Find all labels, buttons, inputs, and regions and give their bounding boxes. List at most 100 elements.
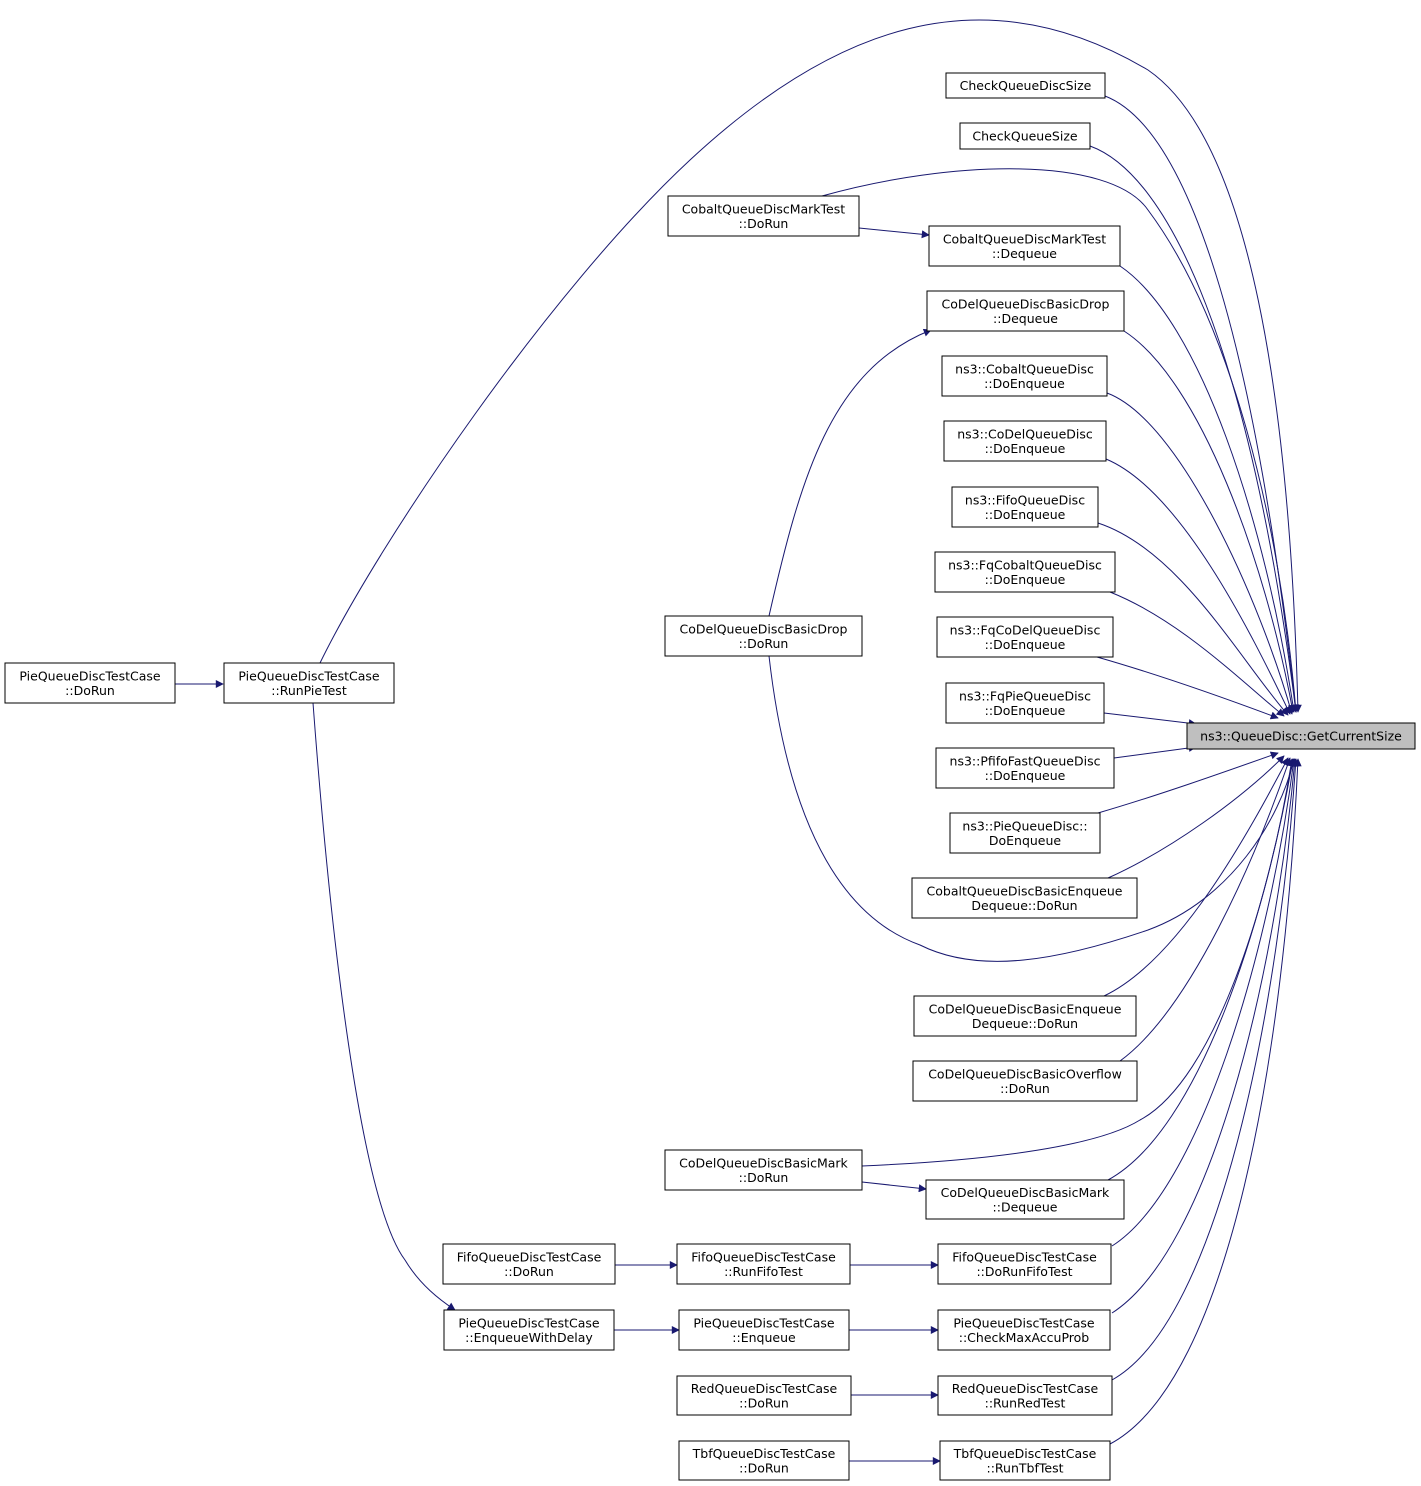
edge-line — [858, 227, 930, 239]
edge-line — [1119, 757, 1292, 1062]
edge-line — [1109, 591, 1285, 717]
node-pie-case-runpietest[interactable]: PieQueueDiscTestCase::RunPieTest — [223, 662, 395, 704]
node-check-queue-size[interactable]: CheckQueueSize — [959, 122, 1091, 150]
node-box — [951, 486, 1099, 528]
edge-codel_enqdeq_dorun-to-root — [1103, 757, 1289, 997]
edge-tbf_case_runtbftest-to-root — [1109, 758, 1302, 1445]
node-label: FifoQueueDiscTestCase — [691, 1249, 836, 1264]
node-label: CoDelQueueDiscBasicMark — [679, 1155, 848, 1170]
edge-codel_doenqueue-to-root — [1105, 458, 1291, 715]
edge-cobalt_doenqueue-to-root — [1106, 392, 1294, 715]
node-codel-drop-dequeue[interactable]: CoDelQueueDiscBasicDrop::Dequeue — [926, 290, 1125, 332]
edge-line — [1097, 522, 1289, 716]
edge-check_queue_size-to-root — [1089, 145, 1300, 713]
edge-pie_doenqueue-to-root — [1097, 751, 1279, 814]
node-fifo-case-dorun[interactable]: FifoQueueDiscTestCase::DoRun — [442, 1243, 616, 1285]
edge-line — [1096, 656, 1279, 720]
node-codel-mark-dorun[interactable]: CoDelQueueDiscBasicMark::DoRun — [664, 1149, 863, 1191]
node-tbf-case-dorun[interactable]: TbfQueueDiscTestCase::DoRun — [678, 1440, 850, 1481]
edge-line — [1107, 755, 1285, 879]
node-fifo-case-dorunfifotest[interactable]: FifoQueueDiscTestCase::DoRunFifoTest — [937, 1243, 1112, 1285]
node-box — [667, 195, 860, 237]
node-label: CoDelQueueDiscBasicMark — [941, 1185, 1110, 1200]
node-root[interactable]: ns3::QueueDisc::GetCurrentSize — [1186, 722, 1416, 750]
node-box — [943, 420, 1107, 462]
node-label: ::DoRun — [504, 1264, 554, 1279]
edge-fifo_doenqueue-to-root — [1097, 522, 1289, 716]
edge-cobalt_enqdeq_dorun-to-root — [1107, 755, 1285, 879]
node-box — [664, 615, 863, 657]
edge-line — [1113, 743, 1197, 759]
node-cobalt-mark-dequeue[interactable]: CobaltQueueDiscMarkTest::Dequeue — [928, 225, 1121, 267]
node-fqpie-doenqueue[interactable]: ns3::FqPieQueueDisc::DoEnqueue — [945, 682, 1105, 724]
node-codel-overflow-dorun[interactable]: CoDelQueueDiscBasicOverflow::DoRun — [912, 1060, 1138, 1102]
node-label: ::DoEnqueue — [985, 441, 1066, 456]
edge-line — [1111, 758, 1298, 1247]
node-label: ::DoRun — [1000, 1081, 1050, 1096]
edge-line — [1111, 758, 1300, 1381]
node-label: PieQueueDiscTestCase — [458, 1315, 599, 1330]
edge-line — [1106, 392, 1294, 715]
edge-line — [1097, 751, 1279, 814]
edge-line — [768, 328, 932, 617]
node-label: ::DoEnqueue — [985, 507, 1066, 522]
node-box — [928, 225, 1121, 267]
node-fifo-case-runfifotest[interactable]: FifoQueueDiscTestCase::RunFifoTest — [676, 1243, 851, 1285]
node-label: ::EnqueueWithDelay — [465, 1330, 593, 1345]
node-box — [949, 812, 1101, 854]
node-pie-case-enqueue[interactable]: PieQueueDiscTestCase::Enqueue — [678, 1309, 850, 1351]
node-cobalt-enqdeq-dorun[interactable]: CobaltQueueDiscBasicEnqueueDequeue::DoRu… — [911, 877, 1138, 919]
node-fqcobalt-doenqueue[interactable]: ns3::FqCobaltQueueDisc::DoEnqueue — [934, 551, 1116, 593]
edge-line — [1111, 758, 1299, 1314]
node-cobalt-mark-dorun[interactable]: CobaltQueueDiscMarkTest::DoRun — [667, 195, 860, 237]
node-label: ::DoEnqueue — [985, 572, 1066, 587]
node-pfifo-doenqueue[interactable]: ns3::PfifoFastQueueDisc::DoEnqueue — [935, 747, 1115, 789]
node-fifo-doenqueue[interactable]: ns3::FifoQueueDisc::DoEnqueue — [951, 486, 1099, 528]
node-label: PieQueueDiscTestCase — [953, 1315, 1094, 1330]
node-box — [664, 1149, 863, 1191]
node-codel-drop-dorun[interactable]: CoDelQueueDiscBasicDrop::DoRun — [664, 615, 863, 657]
edge-line — [1109, 758, 1302, 1445]
edge-line — [312, 702, 456, 1311]
edge-codel_drop_dorun-to-root — [768, 655, 1297, 962]
node-red-case-dorun[interactable]: RedQueueDiscTestCase::DoRun — [676, 1375, 852, 1416]
node-label: TbfQueueDiscTestCase — [953, 1446, 1097, 1461]
node-pie-case-dorun[interactable]: PieQueueDiscTestCase::DoRun — [4, 662, 176, 704]
node-box — [934, 551, 1116, 593]
node-label: ::DoRun — [739, 1170, 789, 1185]
node-tbf-case-runtbftest[interactable]: TbfQueueDiscTestCase::RunTbfTest — [939, 1440, 1111, 1481]
node-label: RedQueueDiscTestCase — [691, 1381, 838, 1396]
edge-line — [1103, 757, 1289, 997]
edge-fqcodel_doenqueue-to-root — [1096, 656, 1279, 720]
node-label: ::RunTbfTest — [987, 1460, 1064, 1475]
node-label: ::CheckMaxAccuProb — [959, 1330, 1090, 1345]
node-label: ::Dequeue — [993, 1199, 1058, 1214]
node-box — [676, 1243, 851, 1285]
edge-line — [319, 19, 1302, 713]
edge-line — [768, 655, 1297, 962]
node-fqcodel-doenqueue[interactable]: ns3::FqCoDelQueueDisc::DoEnqueue — [936, 616, 1114, 658]
node-box — [1186, 722, 1416, 750]
node-box — [925, 1179, 1125, 1220]
edge-codel_mark_dequeue-to-root — [1107, 758, 1296, 1181]
edge-codel_drop_dequeue-to-root — [1123, 330, 1296, 713]
node-label: ns3::PieQueueDisc:: — [962, 818, 1087, 833]
node-check-queue-disc-size[interactable]: CheckQueueDiscSize — [945, 72, 1106, 99]
node-red-case-runredtest[interactable]: RedQueueDiscTestCase::RunRedTest — [937, 1375, 1113, 1416]
node-codel-doenqueue[interactable]: ns3::CoDelQueueDisc::DoEnqueue — [943, 420, 1107, 462]
node-label: ::Dequeue — [993, 311, 1058, 326]
node-codel-mark-dequeue[interactable]: CoDelQueueDiscBasicMark::Dequeue — [925, 1179, 1125, 1220]
node-pie-case-enqueuewithdelay[interactable]: PieQueueDiscTestCase::EnqueueWithDelay — [443, 1309, 615, 1351]
node-box — [223, 662, 395, 704]
node-label: PieQueueDiscTestCase — [19, 668, 160, 683]
node-pie-case-checkmaxaccuprob[interactable]: PieQueueDiscTestCase::CheckMaxAccuProb — [937, 1309, 1111, 1351]
node-box — [676, 1375, 852, 1416]
node-label: DoEnqueue — [989, 833, 1062, 848]
node-cobalt-doenqueue[interactable]: ns3::CobaltQueueDisc::DoEnqueue — [941, 355, 1108, 397]
node-pie-doenqueue[interactable]: ns3::PieQueueDisc::DoEnqueue — [949, 812, 1101, 854]
node-box — [937, 1375, 1113, 1416]
node-label: ::DoRunFifoTest — [976, 1264, 1072, 1279]
node-box — [678, 1309, 850, 1351]
